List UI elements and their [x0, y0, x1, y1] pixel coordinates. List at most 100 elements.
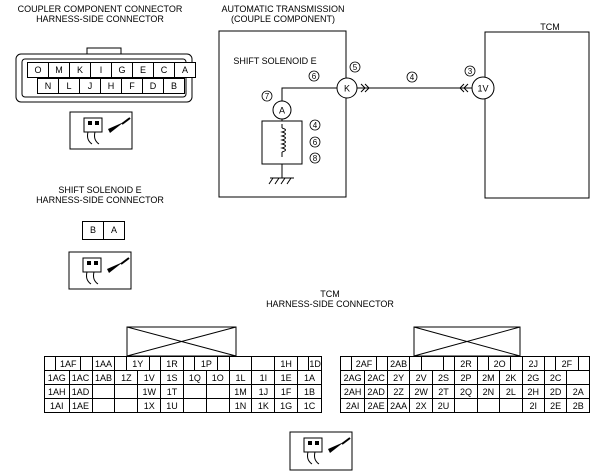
coupler-connector-outline	[15, 47, 193, 103]
tcm-pin: 1V	[137, 370, 162, 385]
contact-chevron	[459, 83, 465, 93]
tcm-pin: 2M	[476, 370, 501, 385]
tcm-pin	[80, 356, 93, 371]
tcm-pin	[476, 356, 489, 371]
shift-solenoid-label: SHIFT SOLENOID E	[233, 56, 317, 66]
tcm-pin	[114, 356, 127, 371]
shift-solenoid-connector-title: SHIFT SOLENOID E HARNESS-SIDE CONNECTOR	[36, 185, 164, 205]
shift-solenoid-connector: B A	[82, 221, 125, 240]
tcm-pin: 2E	[543, 398, 568, 413]
tcm-pin: 1D	[308, 356, 322, 371]
tcm-pin	[297, 356, 310, 371]
tcm-pin: 2A	[566, 384, 590, 399]
circled-number-8: 8	[309, 152, 321, 164]
tcm-pin: 2T	[431, 384, 456, 399]
tcm-pin	[148, 356, 162, 371]
tcm-pin: 2S	[431, 370, 456, 385]
coupler-pin: H	[100, 78, 122, 94]
tcm-pin: 1AA	[91, 356, 116, 371]
tcm-pin	[114, 384, 139, 399]
tcm-pin: 2I	[521, 398, 545, 413]
tcm-pin	[114, 398, 139, 413]
tcm-pin	[577, 356, 591, 371]
tcm-pin: 2U	[431, 398, 456, 413]
tcm-pin	[182, 398, 207, 413]
tcm-pin: 1B	[297, 384, 322, 399]
tcm-pin	[420, 356, 445, 371]
tcm-pin: 2AG	[339, 370, 366, 385]
tcm-pin: 1Q	[182, 370, 207, 385]
circled-number-4: 4	[309, 119, 321, 131]
tcm-pin	[91, 398, 116, 413]
tcm-pin: 1I	[251, 370, 276, 385]
tcm-pin	[182, 384, 207, 399]
svg-text:A: A	[279, 106, 285, 116]
tcm-pin: 2D	[543, 384, 568, 399]
svg-text:8: 8	[313, 154, 318, 163]
tcm-pin: 2L	[499, 384, 523, 399]
coupler-pin: L	[58, 78, 80, 94]
automatic-transmission-title: AUTOMATIC TRANSMISSION (COUPLE COMPONENT…	[221, 4, 345, 24]
tcm-pin	[217, 356, 230, 371]
coupler-pin: G	[111, 62, 133, 78]
tcm-pin	[339, 356, 353, 371]
tcm-pin	[375, 356, 388, 371]
tcm-pin: 2C	[543, 370, 568, 385]
terminal-k: K	[336, 77, 358, 99]
tcm-pin: 2AH	[339, 384, 366, 399]
svg-text:5: 5	[353, 63, 358, 72]
contact-chevron	[463, 83, 469, 93]
terminal-1v: 1V	[471, 76, 495, 100]
tcm-pin: 2X	[409, 398, 433, 413]
tcm-pin: 2G	[521, 370, 545, 385]
tcm-pin: 2AF	[351, 356, 377, 371]
tcm-pin: 1H	[274, 356, 299, 371]
tcm-pin: 1AE	[68, 398, 93, 413]
contact-chevron	[364, 83, 370, 93]
tcm-pin: 1AH	[44, 384, 70, 399]
tcm-pin: 1C	[297, 398, 322, 413]
coupler-pin: I	[90, 62, 112, 78]
tcm-pin	[409, 356, 422, 371]
tcm-pin: 1W	[137, 384, 162, 399]
tcm-pin: 1N	[228, 398, 253, 413]
coupler-pin: C	[153, 62, 175, 78]
coupler-pin: N	[37, 78, 59, 94]
tcm-pin: 1U	[160, 398, 184, 413]
circled-number-6: 6	[308, 70, 320, 82]
coupler-pin: D	[142, 78, 164, 94]
tcm-pin	[510, 356, 523, 371]
tcm-pin: 1Z	[114, 370, 139, 385]
tcm-pin	[454, 398, 478, 413]
connector-view-icon	[68, 251, 132, 290]
tcm-pin: 1AC	[68, 370, 93, 385]
tcm-pin	[251, 356, 276, 371]
tcm-pin	[205, 384, 230, 399]
tcm-pin: 2K	[499, 370, 523, 385]
tcm-pin: 1R	[160, 356, 184, 371]
circled-number-5: 5	[349, 61, 361, 73]
coupler-pin: E	[132, 62, 154, 78]
circled-number-6: 6	[309, 136, 321, 148]
tcm-pin: 1M	[228, 384, 253, 399]
tcm-pin: 2AE	[364, 398, 388, 413]
tcm-pin: 1J	[251, 384, 276, 399]
contact-chevron	[360, 83, 366, 93]
circled-number-4: 4	[406, 71, 418, 83]
svg-text:6: 6	[313, 138, 318, 147]
tcm-pin: 2H	[521, 384, 545, 399]
automatic-transmission-box	[218, 30, 347, 198]
connector-view-icon	[289, 431, 353, 471]
tcm-pin	[228, 356, 253, 371]
tcm-pin	[566, 370, 590, 385]
tcm-right-lock-tab	[413, 326, 521, 357]
tcm-connector-title: TCM HARNESS-SIDE CONNECTOR	[266, 289, 394, 309]
tcm-pin: 1AF	[55, 356, 82, 371]
tcm-pin: 2R	[454, 356, 478, 371]
